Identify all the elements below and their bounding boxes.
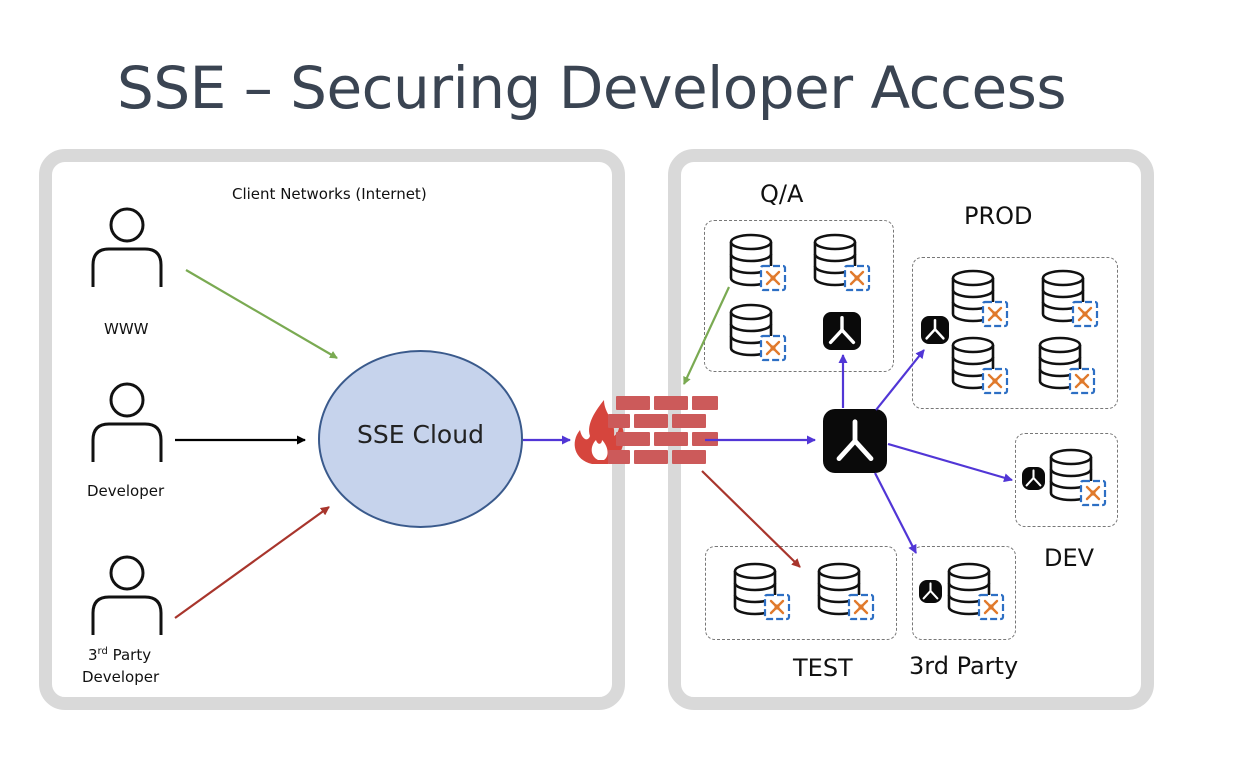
prod-database-icon: [1038, 336, 1096, 395]
central-connector-icon: [823, 409, 887, 473]
qa-group: [704, 220, 894, 372]
dev-database-icon: [1049, 448, 1107, 507]
third-party-developer-label-line2: Developer: [82, 668, 160, 686]
qa-database-icon: [813, 233, 871, 292]
third-party-developer-label-line1: 3rd Party: [88, 646, 152, 664]
page-title: SSE – Securing Developer Access: [117, 54, 1067, 122]
prod-connector-icon: [921, 316, 949, 344]
third-party-database-icon: [947, 562, 1005, 621]
qa-to-firewall-arrow: [683, 286, 730, 385]
www-to-cloud-arrow: [185, 269, 338, 359]
dev-connector-icon: [1022, 467, 1045, 490]
connector-to-dev-arrow: [887, 442, 1013, 483]
test-group: [705, 546, 897, 640]
prod-database-icon: [951, 336, 1009, 395]
sse-cloud-ellipse: [318, 350, 523, 528]
dev-label: DEV: [1044, 544, 1095, 572]
prod-group: [912, 257, 1118, 409]
test-label: TEST: [793, 654, 853, 682]
prod-database-icon: [951, 269, 1009, 328]
qa-database-icon: [729, 303, 787, 362]
prod-label: PROD: [964, 202, 1033, 230]
prod-database-icon: [1041, 269, 1099, 328]
third-party-label: 3rd Party: [909, 652, 1019, 680]
www-user-icon: [91, 207, 163, 287]
test-database-icon: [733, 562, 791, 621]
firewall-icon: [574, 396, 718, 464]
qa-database-icon: [729, 233, 787, 292]
www-user-label: WWW: [104, 320, 149, 338]
third-party-connector-icon: [919, 580, 942, 603]
dev-group: [1015, 433, 1118, 527]
third-party-developer-icon: [91, 555, 163, 635]
connector-to-third-party-arrow: [874, 472, 917, 554]
test-database-icon: [817, 562, 875, 621]
developer-user-label: Developer: [87, 482, 165, 500]
client-networks-heading: Client Networks (Internet): [232, 185, 427, 203]
qa-connector-icon: [823, 312, 861, 350]
developer-user-icon: [91, 382, 163, 462]
sse-cloud-label: SSE Cloud: [357, 420, 484, 449]
connector-to-prod-arrow: [875, 349, 925, 411]
third-party-group: [912, 546, 1016, 640]
firewall-to-test-arrow: [701, 470, 801, 568]
qa-label: Q/A: [760, 180, 804, 208]
third-party-to-cloud-arrow: [174, 506, 330, 619]
